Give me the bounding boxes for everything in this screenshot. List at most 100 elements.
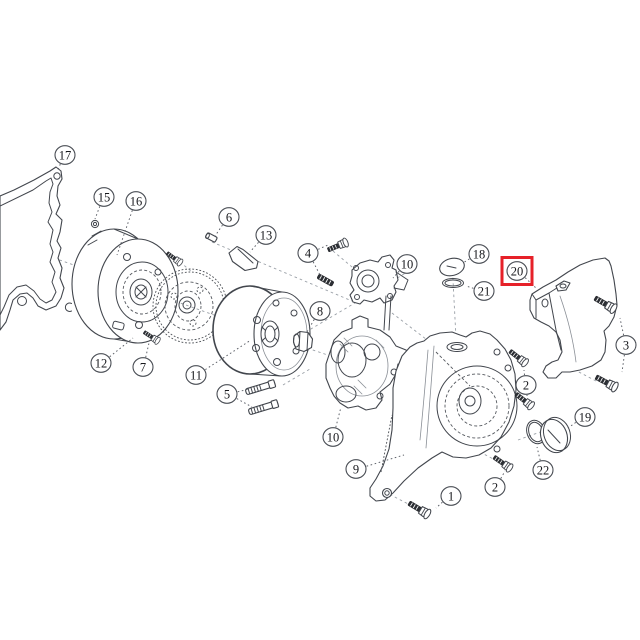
part-stud-5-lower bbox=[247, 399, 280, 417]
part-stator-assembly bbox=[325, 295, 413, 411]
callout-number: 13 bbox=[260, 229, 273, 243]
part-crankcase-gasket bbox=[0, 166, 65, 331]
callout-number: 4 bbox=[305, 247, 312, 261]
callout-leader-line bbox=[237, 388, 250, 393]
callout-19: 19 bbox=[567, 407, 596, 429]
callout-15: 15 bbox=[93, 187, 115, 220]
callout-leader-line bbox=[116, 210, 133, 256]
part-bolt-3-lower bbox=[592, 371, 621, 394]
callout-leader-line bbox=[524, 277, 538, 290]
part-guard-bracket bbox=[529, 257, 618, 379]
callout-leader-line bbox=[335, 406, 342, 428]
callout-leader-line bbox=[145, 342, 150, 358]
callout-number: 8 bbox=[317, 305, 323, 319]
part-bolt-2-lower bbox=[490, 452, 515, 474]
callout-leader-line bbox=[619, 317, 625, 336]
callout-leader-line bbox=[94, 206, 101, 220]
callout-leader-line bbox=[205, 339, 252, 370]
part-flywheel-rotor bbox=[71, 228, 179, 344]
part-stud-5-upper bbox=[244, 379, 277, 397]
callout-number: 2 bbox=[492, 481, 498, 495]
callout-7: 7 bbox=[132, 342, 154, 377]
callout-leader-line bbox=[57, 163, 61, 171]
callout-number: 15 bbox=[98, 191, 111, 205]
callout-circle bbox=[125, 191, 147, 211]
callout-leader-line bbox=[312, 261, 322, 278]
callout-1: 1 bbox=[435, 486, 462, 509]
callout-number: 11 bbox=[190, 369, 202, 383]
part-guide-plate bbox=[228, 245, 259, 272]
callout-circle bbox=[54, 145, 76, 165]
callout-8: 8 bbox=[306, 301, 331, 333]
callout-16: 16 bbox=[116, 191, 147, 256]
part-crank-nut bbox=[292, 330, 314, 353]
callout-number: 10 bbox=[401, 258, 414, 272]
part-bolt-4-upper bbox=[325, 236, 350, 255]
callout-13: 13 bbox=[249, 225, 277, 253]
callout-number: 2 bbox=[523, 379, 529, 393]
callout-circle bbox=[132, 357, 154, 377]
callout-circle bbox=[297, 243, 319, 263]
callout-circle bbox=[218, 207, 240, 227]
callout-number: 18 bbox=[473, 248, 486, 262]
callout-number: 19 bbox=[579, 411, 592, 425]
callout-number: 10 bbox=[327, 431, 340, 445]
callout-18: 18 bbox=[462, 244, 490, 264]
callout-number: 1 bbox=[448, 490, 454, 504]
callout-leader-line bbox=[621, 354, 625, 373]
callout-circle bbox=[473, 281, 495, 301]
callout-leader-line bbox=[435, 501, 443, 509]
callout-leader-line bbox=[236, 398, 253, 408]
callout-circle bbox=[484, 477, 506, 497]
callout-number: 6 bbox=[226, 211, 232, 225]
callout-circle bbox=[532, 460, 554, 480]
callout-circle bbox=[90, 353, 112, 373]
callout-circle bbox=[515, 375, 537, 395]
callout-number: 7 bbox=[140, 361, 146, 375]
callout-17: 17 bbox=[54, 145, 76, 171]
callout-number: 22 bbox=[537, 464, 550, 478]
callout-circle bbox=[93, 187, 115, 207]
callout-circle bbox=[396, 254, 418, 274]
callout-leader-line bbox=[523, 369, 525, 376]
callout-number: 21 bbox=[478, 285, 491, 299]
callout-leader-line bbox=[567, 422, 577, 429]
callout-circle bbox=[615, 335, 637, 355]
callout-number: 5 bbox=[224, 388, 230, 402]
callout-10: 10 bbox=[392, 254, 418, 279]
callout-circle bbox=[440, 486, 462, 506]
callout-20: 20 bbox=[500, 256, 538, 290]
part-side-cover bbox=[369, 330, 518, 502]
part-cap-19 bbox=[539, 416, 572, 454]
gasket-hole bbox=[53, 172, 61, 180]
part-screw-6 bbox=[205, 232, 218, 243]
part-cap-18 bbox=[439, 257, 465, 277]
callout-number: 16 bbox=[130, 195, 143, 209]
callout-3: 3 bbox=[615, 317, 637, 373]
callout-2: 2 bbox=[484, 470, 506, 497]
part-snap-rings bbox=[64, 219, 100, 312]
callout-number: 20 bbox=[511, 265, 524, 279]
callout-5: 5 bbox=[216, 384, 253, 408]
part-stud-4-lower bbox=[316, 273, 335, 287]
callout-leader-line bbox=[536, 446, 541, 461]
callout-circle bbox=[309, 301, 331, 321]
callout-leader-line bbox=[318, 244, 329, 250]
gasket-hole bbox=[17, 296, 27, 306]
callout-2: 2 bbox=[515, 369, 537, 396]
highlight-box bbox=[500, 256, 534, 286]
callout-circle bbox=[574, 407, 596, 427]
callout-22: 22 bbox=[532, 446, 554, 480]
callout-4: 4 bbox=[297, 243, 329, 278]
callout-9: 9 bbox=[345, 454, 405, 479]
callout-circle bbox=[345, 459, 367, 479]
callout-circle bbox=[216, 384, 238, 404]
callout-12: 12 bbox=[90, 337, 134, 373]
callout-leader-line bbox=[214, 224, 223, 237]
callout-circle bbox=[322, 427, 344, 447]
part-oring-21 bbox=[442, 278, 464, 288]
callout-number: 3 bbox=[623, 339, 629, 353]
callout-leader-line bbox=[465, 285, 474, 289]
